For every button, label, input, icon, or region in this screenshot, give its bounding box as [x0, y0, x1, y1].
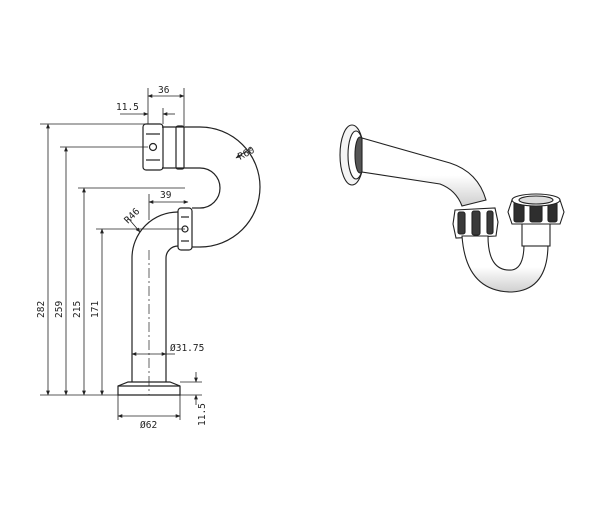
dimension-lines: [40, 88, 252, 420]
dim-dia-31-75-label: Ø31.75: [170, 343, 204, 354]
wall-escutcheon: [339, 124, 366, 186]
wall-arm-pipe: [361, 137, 487, 207]
dim-215-label: 215: [72, 301, 83, 318]
lower-bend-r46: [131, 211, 179, 259]
right-union-nut: [507, 193, 565, 225]
dim-282-label: 282: [36, 301, 47, 318]
upper-inlet-pipe: [162, 126, 200, 169]
dim-r46-label: R46: [122, 206, 142, 226]
vertical-tail-pipe: [131, 250, 167, 395]
dim-259-label: 259: [54, 301, 65, 318]
dim-36-label: 36: [158, 85, 170, 96]
dim-39-label: 39: [160, 190, 172, 201]
left-union-nut: [452, 207, 499, 239]
dim-171-label: 171: [90, 301, 101, 318]
upper-nut: [142, 123, 185, 171]
perspective-view: [339, 124, 565, 293]
dimension-labels: 36 11.5 R60 39 R46 282 259 215 171 Ø31.7…: [36, 85, 257, 431]
dim-11-5-top-label: 11.5: [116, 102, 139, 113]
dim-11-5-bottom-label: 11.5: [197, 403, 208, 426]
dim-dia-62-label: Ø62: [140, 420, 157, 431]
upper-bend-r60: [199, 126, 261, 248]
